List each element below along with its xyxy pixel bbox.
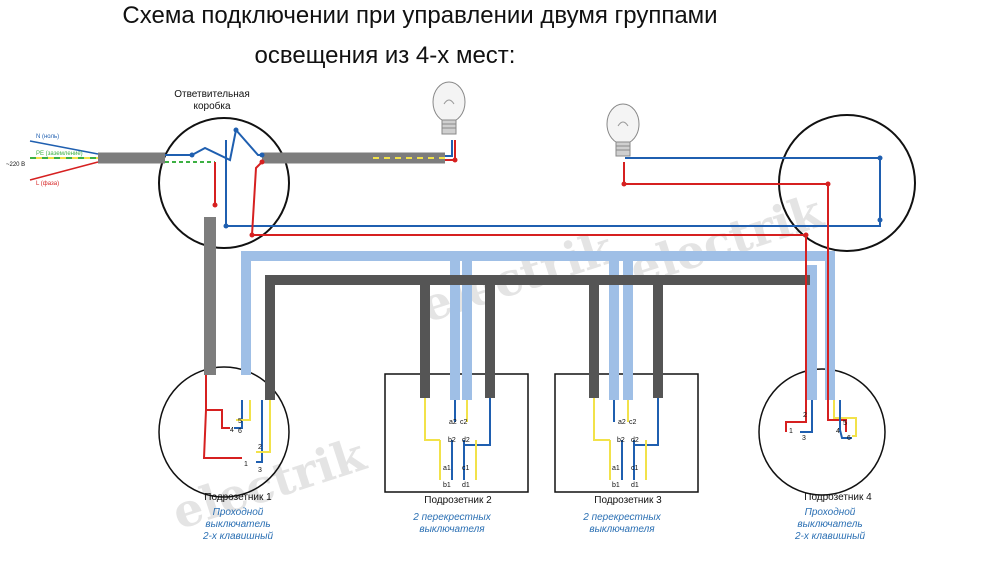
box3-pin-d1: d1 bbox=[631, 482, 639, 489]
box3-pin-c2: c2 bbox=[629, 419, 637, 426]
box2-caption: Подрозетник 2 2 перекрестных выключателя bbox=[412, 495, 492, 535]
blue-trunk bbox=[241, 251, 835, 400]
label-voltage: ~220 В bbox=[6, 162, 25, 168]
box4-pin-4: 4 bbox=[836, 428, 840, 435]
box2-desc-2: выключателя bbox=[419, 524, 485, 535]
box4-wiring bbox=[785, 400, 857, 439]
box2-pin-c2: c2 bbox=[460, 419, 468, 426]
box4-pin-6: 6 bbox=[847, 435, 851, 442]
box1-pin-5: 5 bbox=[238, 418, 242, 425]
neutral-in bbox=[29, 140, 99, 155]
dot-4 bbox=[259, 159, 265, 165]
box2-pin-b2: b2 bbox=[448, 437, 456, 444]
box4-pin-5: 5 bbox=[843, 420, 847, 427]
label-ground: PE (заземление) bbox=[36, 151, 83, 157]
box1-pin-6: 6 bbox=[238, 428, 242, 435]
box2-pin-c1: c1 bbox=[462, 465, 470, 472]
dot-12 bbox=[212, 202, 218, 208]
lamp1-icon bbox=[432, 81, 466, 135]
box3-wiring bbox=[593, 398, 659, 480]
box4-desc-1: Проходной bbox=[805, 507, 856, 518]
box4-circle bbox=[758, 368, 886, 496]
box1-desc-1: Проходной bbox=[213, 507, 264, 518]
box3-pin-b2: b2 bbox=[617, 437, 625, 444]
box4-desc-2: выключатель bbox=[797, 519, 862, 530]
dot-6 bbox=[223, 223, 229, 229]
box1-pin-4: 4 bbox=[230, 427, 234, 434]
box2-name: Подрозетник 2 bbox=[424, 495, 492, 506]
dot-8 bbox=[877, 217, 883, 223]
lamp2-icon bbox=[606, 103, 640, 157]
junction-box-label-1: Ответвительная bbox=[174, 89, 250, 100]
lamp2-phase bbox=[623, 162, 829, 400]
label-neutral: N (ноль) bbox=[36, 134, 59, 140]
dot-10 bbox=[825, 181, 831, 187]
diagram-title-line1: Схема подключении при управлении двумя г… bbox=[122, 2, 718, 29]
junction-box-circle bbox=[158, 117, 290, 249]
box2-pin-b1: b1 bbox=[443, 482, 451, 489]
box4-pin-1: 1 bbox=[789, 428, 793, 435]
box3-desc-1: 2 перекрестных bbox=[582, 512, 661, 523]
dot-1 bbox=[189, 152, 195, 158]
dot-3 bbox=[259, 152, 265, 158]
box1-name: Подрозетник 1 bbox=[204, 492, 272, 503]
box1-pin-2: 2 bbox=[258, 444, 262, 451]
box3-pin-d2: d2 bbox=[631, 437, 639, 444]
box2-wiring bbox=[424, 398, 491, 480]
neutral-to-lamp2 bbox=[225, 140, 881, 227]
dot-13 bbox=[452, 157, 458, 163]
cables bbox=[98, 152, 835, 400]
box4-name: Подрозетник 4 bbox=[804, 492, 872, 503]
supply-wires bbox=[29, 140, 99, 181]
box4-caption: Подрозетник 4 Проходной выключатель 2-х … bbox=[794, 492, 872, 542]
diagram-title-line2: освещения из 4-х мест: bbox=[254, 42, 516, 69]
junction-dots bbox=[189, 127, 883, 238]
box2-pin-a1: a1 bbox=[443, 465, 451, 472]
box3-name: Подрозетник 3 bbox=[594, 495, 662, 506]
box4-pin-2: 2 bbox=[803, 412, 807, 419]
box1-desc-3: 2-х клавишный bbox=[202, 531, 274, 542]
box2-pin-d1: d1 bbox=[462, 482, 470, 489]
box3-pin-a2: a2 bbox=[618, 419, 626, 426]
label-phase: L (фаза) bbox=[36, 181, 59, 187]
box1-wiring bbox=[202, 375, 271, 463]
box3-pin-c1: c1 bbox=[631, 465, 639, 472]
dot-7 bbox=[877, 155, 883, 161]
box3-pin-a1: a1 bbox=[612, 465, 620, 472]
box4-desc-3: 2-х клавишный bbox=[794, 531, 866, 542]
box1-pin-1: 1 bbox=[244, 461, 248, 468]
dot-2 bbox=[233, 127, 239, 133]
dot-5 bbox=[249, 232, 255, 238]
lamp1-neutral bbox=[445, 140, 453, 157]
phase-in bbox=[29, 161, 99, 181]
neutral-to-lamp1 bbox=[235, 129, 262, 156]
box3-pin-b1: b1 bbox=[612, 482, 620, 489]
dot-11 bbox=[621, 181, 627, 187]
box2-pin-d2: d2 bbox=[462, 437, 470, 444]
box3-caption: Подрозетник 3 2 перекрестных выключателя bbox=[582, 495, 662, 535]
box1-circle bbox=[158, 366, 290, 498]
box1-pin-3: 3 bbox=[258, 467, 262, 474]
box2-pin-a2: a2 bbox=[449, 419, 457, 426]
box4-pin-3: 3 bbox=[802, 435, 806, 442]
junction-box-label-2: коробка bbox=[193, 100, 230, 112]
box2-desc-1: 2 перекрестных bbox=[412, 512, 491, 523]
box3-desc-2: выключателя bbox=[589, 524, 655, 535]
dot-9 bbox=[803, 232, 809, 238]
box1-caption: Подрозетник 1 Проходной выключатель 2-х … bbox=[202, 492, 274, 542]
dark-trunk bbox=[265, 275, 810, 400]
box1-desc-2: выключатель bbox=[205, 519, 270, 530]
neutral-junction bbox=[165, 129, 237, 162]
